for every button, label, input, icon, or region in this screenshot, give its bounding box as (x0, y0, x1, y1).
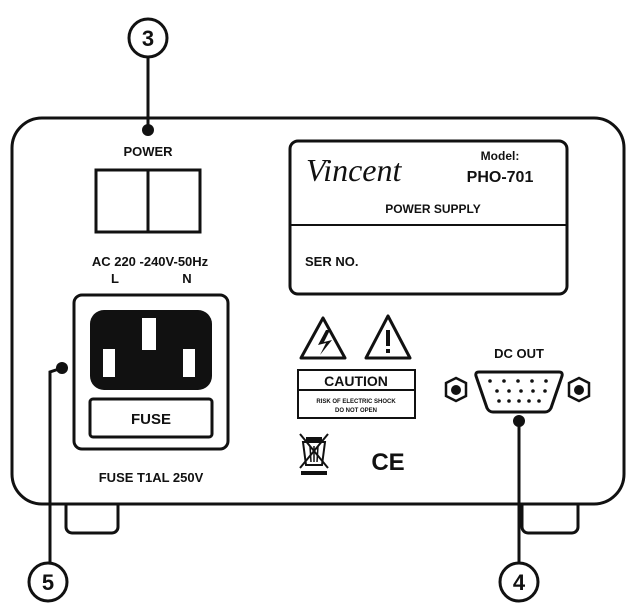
dc-out-connector (474, 370, 564, 414)
caution-line-2: DO NOT OPEN (335, 408, 377, 414)
connector-pin (488, 379, 492, 383)
fuse-holder-label: FUSE (131, 411, 171, 428)
connector-pin (507, 399, 511, 403)
connector-pin (517, 399, 521, 403)
dc-out-right-screw (567, 376, 591, 403)
ce-mark: CE (371, 449, 404, 476)
brand-logo: Vincent (306, 152, 402, 188)
callout-5-leader (48, 366, 63, 562)
callout-3-dot (142, 124, 154, 136)
weee-bin-icon (299, 433, 329, 475)
fuse-holder (88, 397, 214, 439)
model-label: Model: (481, 149, 520, 163)
caution-label (297, 369, 416, 419)
live-terminal-label: L (111, 271, 119, 286)
inlet-pin-earth (142, 318, 156, 350)
inlet-pin-neutral (183, 349, 195, 377)
ac-rating-label: AC 220 -240V-50Hz (92, 254, 209, 269)
lightning-bolt-icon (318, 330, 332, 355)
neutral-terminal-label: N (182, 271, 191, 286)
callout-4-number: 4 (513, 570, 526, 595)
device-type-label: POWER SUPPLY (385, 202, 481, 216)
serial-number-label: SER NO. (305, 254, 358, 269)
caution-line-1: RISK OF ELECTRIC SHOCK (316, 399, 396, 405)
connector-pin (544, 379, 548, 383)
connector-pin (507, 389, 511, 393)
dc-out-label: DC OUT (494, 346, 544, 361)
power-label: POWER (123, 144, 173, 159)
dc-out-connector-pins (488, 379, 548, 403)
fuse-rating-label: FUSE T1AL 250V (99, 470, 204, 485)
caution-title: CAUTION (324, 373, 388, 389)
connector-pin (497, 399, 501, 403)
connector-pin (495, 389, 499, 393)
callout-5-number: 5 (42, 570, 54, 595)
callout-4-circle (498, 561, 540, 603)
nameplate (288, 139, 569, 296)
connector-pin (519, 389, 523, 393)
exclamation-dot-icon (386, 349, 390, 353)
callout-5-circle (27, 561, 69, 603)
connector-pin (502, 379, 506, 383)
inlet-pin-live (103, 349, 115, 377)
dc-out-left-screw (444, 376, 468, 403)
exclamation-mark-icon (386, 330, 390, 346)
model-number: PHO-701 (467, 169, 534, 186)
connector-pin (531, 389, 535, 393)
callout-3-number: 3 (142, 26, 154, 51)
connector-pin (537, 399, 541, 403)
connector-pin (527, 399, 531, 403)
connector-pin (543, 389, 547, 393)
connector-pin (516, 379, 520, 383)
connector-pin (530, 379, 534, 383)
